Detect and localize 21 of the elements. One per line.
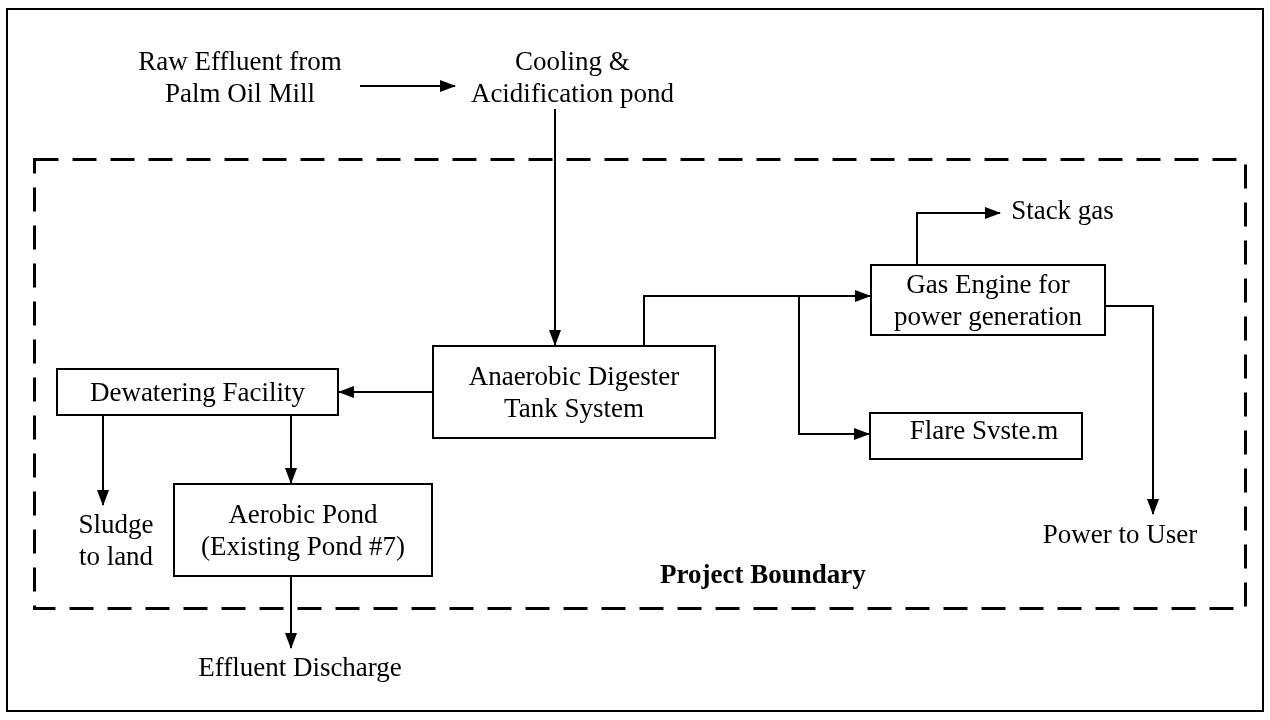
arrow	[549, 108, 561, 346]
process-box: Anaerobic Digester Tank System	[432, 345, 716, 439]
arrow	[643, 295, 870, 440]
arrow	[285, 576, 297, 649]
text-label: Raw Effluent from Palm Oil Mill	[120, 45, 360, 109]
text-label: Effluent Discharge	[185, 648, 415, 686]
process-box: Flare Svste.m	[869, 412, 1083, 460]
arrow	[916, 207, 1001, 265]
process-box: Gas Engine for power generation	[870, 264, 1106, 336]
text-label: Sludge to land	[70, 505, 162, 575]
text-label: Power to User	[1030, 514, 1210, 554]
text-label: Stack gas	[1000, 194, 1125, 230]
process-box: Dewatering Facility	[56, 368, 339, 416]
arrow	[97, 415, 109, 506]
arrow	[1105, 305, 1159, 515]
process-box: Aerobic Pond (Existing Pond #7)	[173, 483, 433, 577]
arrow	[359, 80, 456, 92]
boundary-label: Project Boundary	[660, 558, 866, 590]
arrow	[338, 386, 433, 398]
text-label: Cooling & Acidification pond	[455, 45, 690, 109]
arrow	[285, 415, 297, 484]
